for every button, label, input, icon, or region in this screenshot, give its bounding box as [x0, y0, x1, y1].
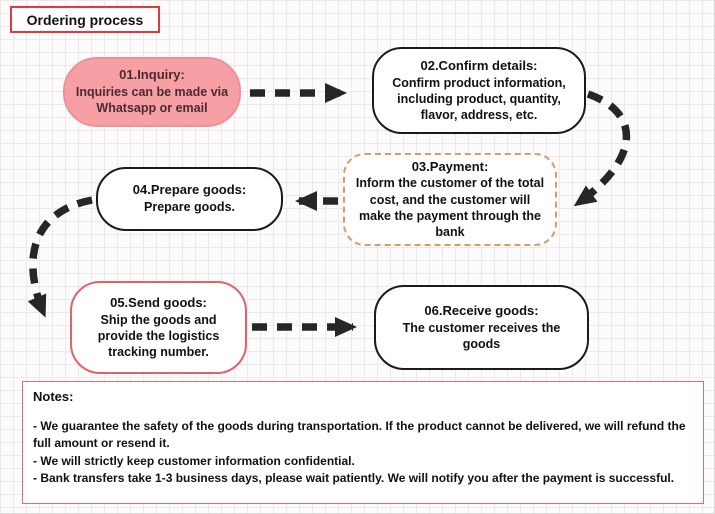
notes-panel: Notes: - We guarantee the safety of the … [22, 381, 704, 504]
notes-line-bank-transfer: - Bank transfers take 1-3 business days,… [33, 471, 675, 486]
flow-node-payment: 03.Payment: Inform the customer of the t… [343, 153, 557, 246]
node-receive-title: 06.Receive goods: [424, 302, 539, 318]
page-title: Ordering process [10, 6, 160, 33]
notes-line-confidential: - We will strictly keep customer informa… [33, 453, 355, 468]
node-payment-title: 03.Payment: [411, 158, 489, 174]
flow-node-send-goods: 05.Send goods: Ship the goods and provid… [70, 281, 247, 374]
flow-node-confirm-details: 02.Confirm details: Confirm product info… [372, 47, 586, 134]
node-inquiry-body: Inquiries can be made via Whatsapp or em… [75, 85, 229, 116]
node-payment-body: Inform the customer of the total cost, a… [355, 176, 545, 240]
node-receive-body: The customer receives the goods [402, 320, 561, 351]
node-inquiry-title: 01.Inquiry: [119, 67, 185, 83]
node-confirm-title: 02.Confirm details: [420, 57, 538, 73]
flow-node-prepare-goods: 04.Prepare goods: Prepare goods. [96, 167, 283, 231]
node-prepare-body: Prepare goods. [144, 200, 235, 215]
notes-line-guarantee: - We guarantee the safety of the goods d… [33, 419, 686, 451]
node-prepare-title: 04.Prepare goods: [132, 182, 247, 198]
node-send-title: 05.Send goods: [110, 294, 207, 310]
flow-node-receive-goods: 06.Receive goods: The customer receives … [374, 285, 589, 370]
node-send-body: Ship the goods and provide the logistics… [97, 312, 220, 360]
node-confirm-body: Confirm product information, including p… [392, 75, 566, 123]
flow-node-inquiry: 01.Inquiry: Inquiries can be made via Wh… [63, 57, 241, 127]
notes-title: Notes: [33, 389, 74, 404]
